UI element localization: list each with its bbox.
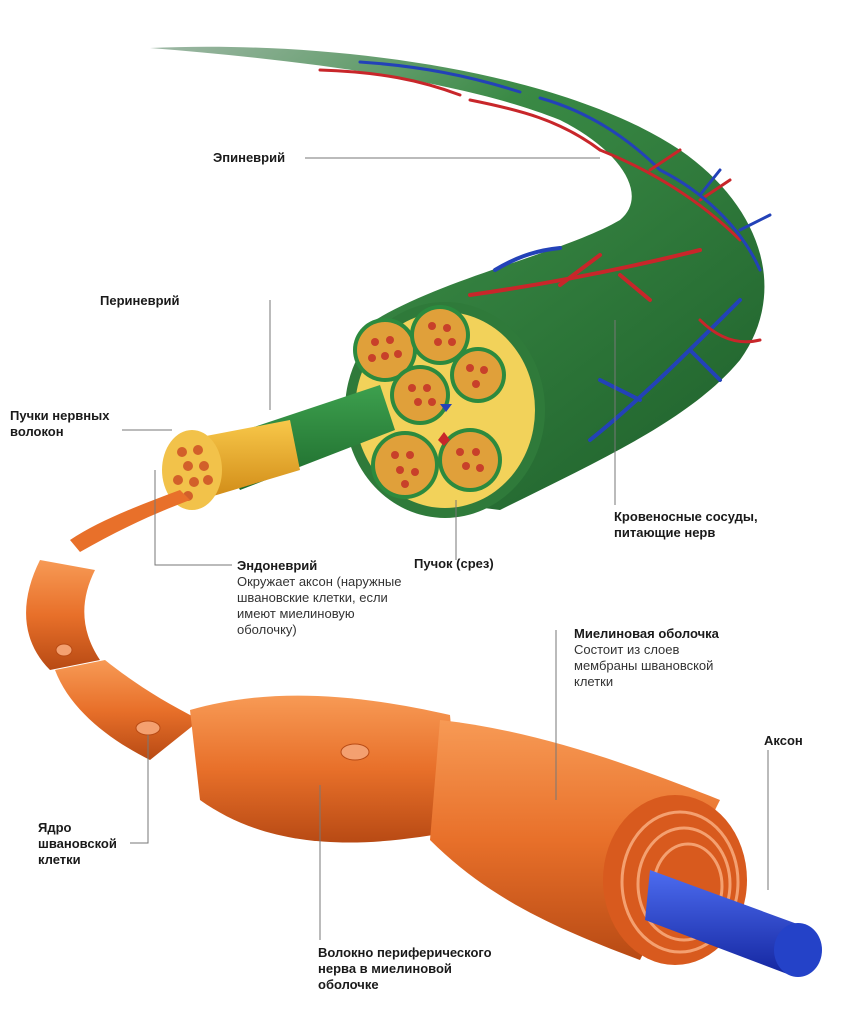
myelin-segment-3 <box>190 695 460 843</box>
label-fascicle-section: Пучок (срез) <box>414 556 494 571</box>
axon-rod <box>645 870 800 975</box>
thin-fiber <box>70 490 190 552</box>
fiber-bundle-end <box>162 430 222 510</box>
blood-vessels <box>318 60 772 442</box>
myelin-segment-1 <box>26 560 100 670</box>
label-perineurium: Периневрий <box>100 293 180 308</box>
label-endoneurium: Эндоневрий Окружает аксон (наружные шван… <box>237 558 402 637</box>
label-axon: Аксон <box>764 733 803 748</box>
leader-lines <box>122 157 769 940</box>
label-blood-vessels: Кровеносные сосуды, питающие нерв <box>614 509 758 540</box>
label-epineurium: Эпиневрий <box>213 150 286 165</box>
epineurium-tube <box>150 46 765 511</box>
schwann-nucleus <box>135 720 161 736</box>
label-schwann-nucleus: Ядро шванoвской клетки <box>38 820 117 867</box>
axon-end <box>774 923 822 977</box>
fascicles <box>353 305 506 499</box>
label-myelin-sheath: Миелиновая оболочка Состоит из слоев мем… <box>574 626 719 689</box>
label-nerve-fiber: Волокно периферического нерва в миелинов… <box>318 945 492 992</box>
myelin-segment-2 <box>55 660 200 760</box>
label-fiber-bundles: Пучки нервных волокон <box>10 408 110 439</box>
